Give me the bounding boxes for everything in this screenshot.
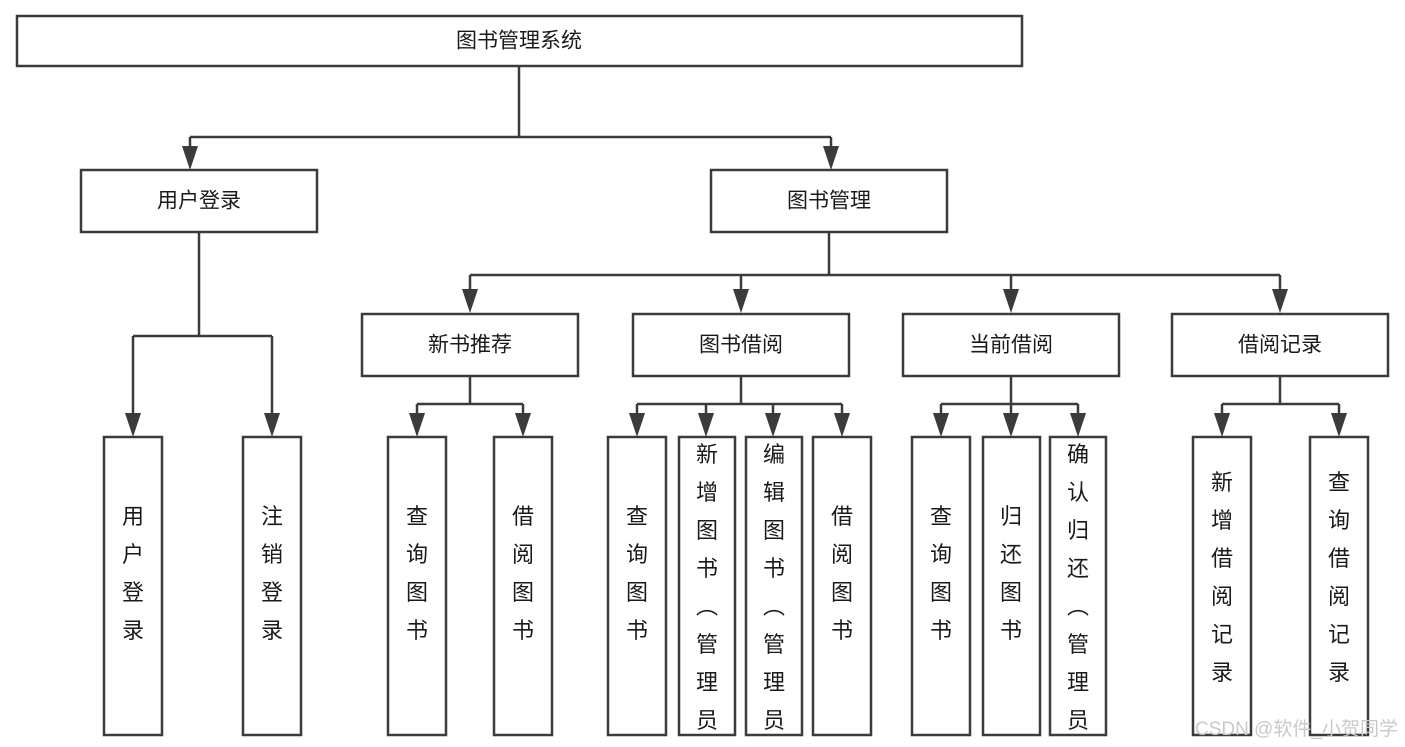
node-book-manage[interactable]: 图书管理	[709, 168, 949, 234]
leaf-user-login-1-label: 注销登录	[261, 504, 283, 643]
connector-record-to-leaves	[1214, 376, 1347, 437]
leaf-borrow-record-0[interactable]: 新增借阅记录	[1191, 435, 1253, 737]
connector-recommend-to-leaves	[409, 376, 531, 437]
connector-borrow-to-leaves	[629, 376, 850, 437]
node-user-login[interactable]: 用户登录	[79, 168, 319, 234]
leaf-book-borrow-1[interactable]: 新增图书︵管理员︶	[677, 435, 737, 747]
leaf-borrow-record-0-label: 新增借阅记录	[1211, 470, 1233, 685]
leaf-user-login-0-label: 用户登录	[122, 504, 144, 643]
leaf-book-borrow-3[interactable]: 借阅图书	[811, 435, 873, 737]
leaf-current-borrow-1-label: 归还图书	[1000, 504, 1022, 643]
leaf-book-borrow-0[interactable]: 查询图书	[606, 435, 668, 737]
leaf-current-borrow-2[interactable]: 确认归还︵管理员︶	[1048, 435, 1108, 747]
leaf-current-borrow-1[interactable]: 归还图书	[981, 435, 1042, 737]
node-new-book-recommend[interactable]: 新书推荐	[360, 312, 580, 378]
leaf-user-login-0[interactable]: 用户登录	[102, 435, 164, 737]
node-borrow-record-label: 借阅记录	[1238, 334, 1322, 357]
leaf-user-login-1[interactable]: 注销登录	[241, 435, 303, 737]
leaf-borrow-record-1[interactable]: 查询借阅记录	[1308, 435, 1370, 737]
node-book-borrow[interactable]: 图书借阅	[631, 312, 851, 378]
node-borrow-record[interactable]: 借阅记录	[1170, 312, 1390, 378]
connector-user-login-to-leaves	[125, 232, 280, 437]
leaf-book-borrow-2[interactable]: 编辑图书︵管理员︶	[744, 435, 804, 747]
connector-current-borrow-to-leaves	[933, 376, 1086, 437]
node-current-borrow[interactable]: 当前借阅	[901, 312, 1121, 378]
node-new-book-recommend-label: 新书推荐	[428, 334, 512, 357]
leaf-book-borrow-2-label: 编辑图书︵管理员︶	[763, 442, 785, 747]
node-book-manage-label: 图书管理	[787, 190, 871, 213]
leaf-recommend-0-label: 查询图书	[406, 504, 428, 643]
connector-book-manage-to-level3	[462, 232, 1288, 313]
leaf-book-borrow-0-label: 查询图书	[626, 504, 648, 643]
leaf-recommend-1-label: 借阅图书	[512, 504, 534, 643]
node-user-login-label: 用户登录	[157, 190, 241, 213]
leaf-current-borrow-0[interactable]: 查询图书	[910, 435, 972, 737]
node-root[interactable]: 图书管理系统	[15, 14, 1024, 68]
node-current-borrow-label: 当前借阅	[969, 334, 1053, 357]
leaf-borrow-record-1-label: 查询借阅记录	[1328, 470, 1350, 685]
leaf-book-borrow-3-label: 借阅图书	[831, 504, 853, 643]
node-book-borrow-label: 图书借阅	[699, 334, 783, 357]
leaf-current-borrow-2-label: 确认归还︵管理员︶	[1067, 442, 1089, 747]
node-root-label: 图书管理系统	[456, 30, 582, 53]
leaf-recommend-0[interactable]: 查询图书	[386, 435, 448, 737]
connector-root-to-level2	[182, 66, 839, 170]
leaf-recommend-1[interactable]: 借阅图书	[492, 435, 554, 737]
csdn-watermark: CSDN @软件_小贺同学	[1195, 718, 1398, 740]
leaf-current-borrow-0-label: 查询图书	[930, 504, 952, 643]
